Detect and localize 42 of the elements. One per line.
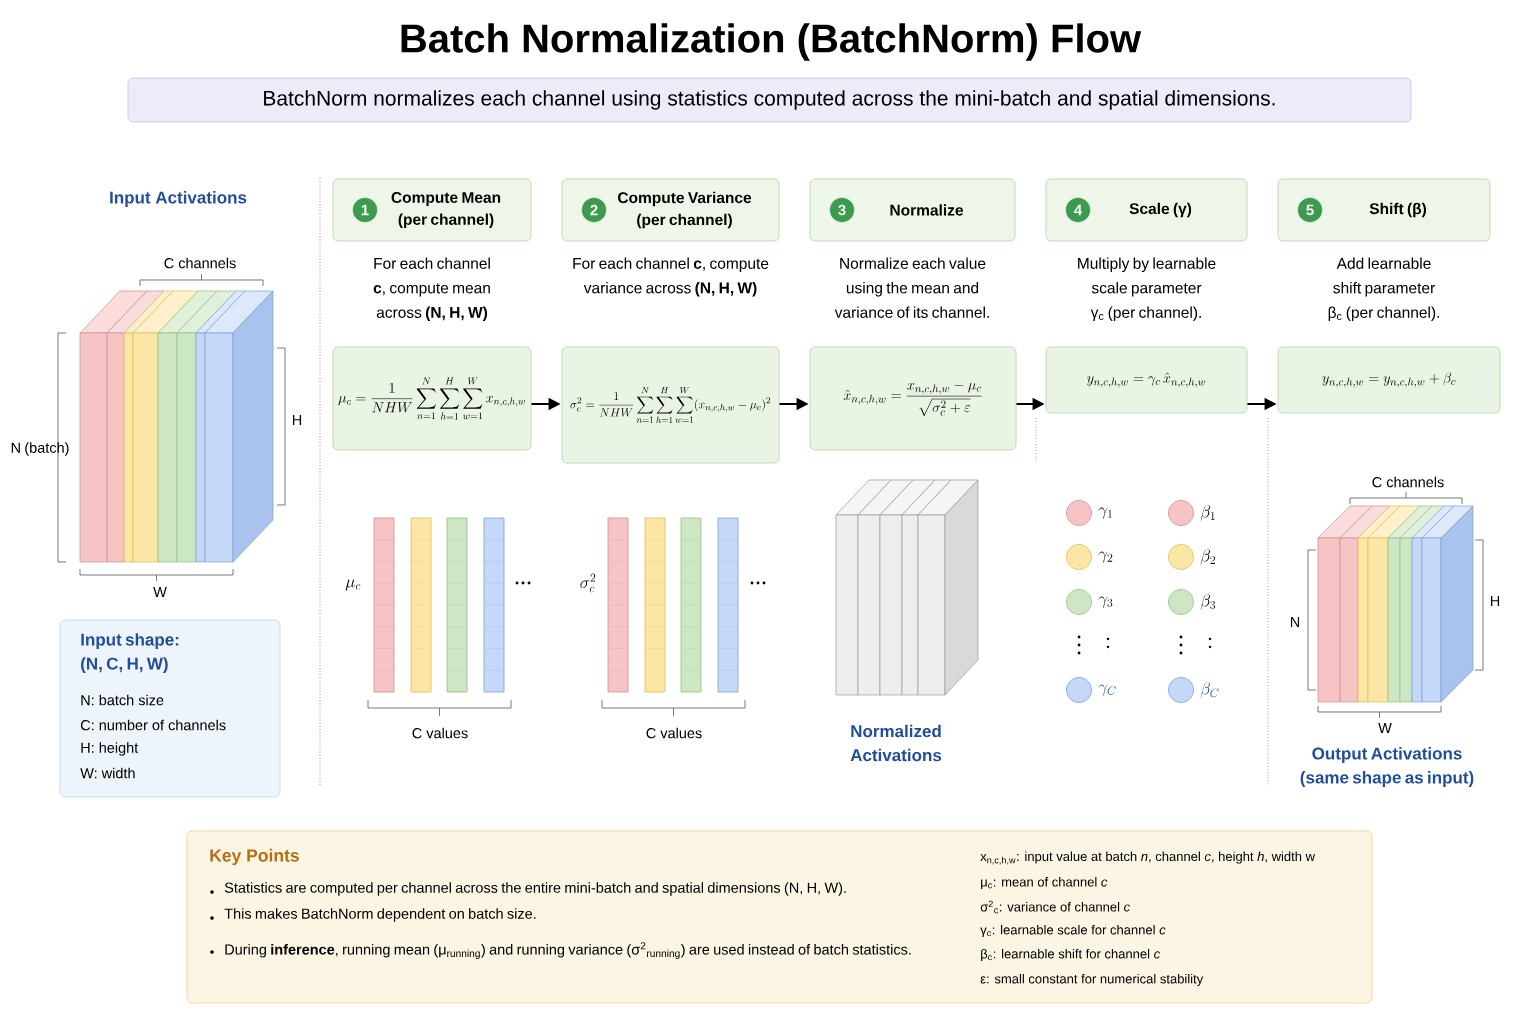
step-number-badge: 4 xyxy=(1065,197,1091,223)
parameter-label: $\beta_1$ xyxy=(1200,505,1215,521)
formula-box: $\mu_c = \frac{1}{NHW} \sum_{n=1}^{N} \sum_{h=1}^{H} \sum_{w=1}^{W} x_{n,c,h,w}$ xyxy=(332,346,532,451)
step-number-badge: 2 xyxy=(581,197,607,223)
parameter-label: $\beta_3$ xyxy=(1200,594,1216,610)
step-number-badge: 1 xyxy=(352,197,378,223)
dimension-label: N xyxy=(1290,617,1300,627)
title: Batch Normalization (BatchNorm) Flow xyxy=(401,23,1142,61)
parameter-label: $\gamma_2$ xyxy=(1098,551,1113,563)
title-label: Input Activations xyxy=(110,191,247,207)
step-number-badge: 5 xyxy=(1297,197,1323,223)
dimension-label: C channels xyxy=(1372,476,1444,488)
dimension-label: W xyxy=(153,587,167,597)
parameter-label: $\gamma_C$ xyxy=(1098,684,1116,696)
step-description: For each channel c, compute mean across (N, H, W) xyxy=(373,257,490,321)
step-number-badge: 3 xyxy=(829,197,855,223)
symbol-label: $\sigma_c^2$ xyxy=(580,573,596,593)
symbol-label: $\mu_c$ xyxy=(345,579,361,591)
dimension-label: H xyxy=(292,415,302,425)
formula-box: $\sigma_c^2 = \frac{1}{NHW} \sum_{n=1}^{N} \sum_{h=1}^{H} \sum_{w=1}^{W} (x_{n,c,h,w} - \mu_c)^2$ xyxy=(561,346,780,464)
parameter-label: $\beta_2$ xyxy=(1200,549,1216,565)
step-description: Multiply by learnable scale parameter γ$_{c}$ (per channel). xyxy=(1078,257,1216,321)
formula-box: $y_{n,c,h,w} = \gamma_c \, \hat{x}_{n,c,h,w}$ xyxy=(1045,346,1248,414)
dimension-label: N (batch) xyxy=(11,442,69,456)
parameter-label: $\gamma_3$ xyxy=(1098,596,1113,608)
info-card: Input shape: (N, C, H, W) N: batch size C: number of channels H: height W: width xyxy=(59,619,281,798)
formula-box: $\hat{x}_{n,c,h,w} = \frac{x_{n,c,h,w} - \mu_c}{\sqrt{\sigma_c^2 + \varepsilon}}$ xyxy=(809,346,1017,451)
caption-label: Output Activations (same shape as input) xyxy=(1300,747,1474,787)
bracket-label: C values xyxy=(646,727,702,739)
bracket-label: C values xyxy=(412,727,468,739)
step-description: Add learnable shift parameter β$_{c}$ (per channel). xyxy=(1328,257,1439,321)
dimension-label: W xyxy=(1378,723,1392,733)
dimension-label: C channels xyxy=(164,257,236,269)
step-description: Normalize each value using the mean and variance of its channel. xyxy=(834,257,989,318)
parameter-label: $\beta_C$ xyxy=(1200,682,1219,698)
dimension-label: H xyxy=(1490,596,1500,606)
step-description: For each channel c, compute variance across (N, H, W) xyxy=(573,257,769,297)
key-points-panel: Key Points Statistics are computed per channel across the entire mini-batch and spatial dimensions (N, H, W). This makes BatchNorm dependent on batch size. During inference, running mean (μ$_{running}$) and running variance (σ$^{2}$$_{running}$) are used instead of batch statistics. x$_{n,c,h,w}$: input value at batch n, channel c, height h, width w μ$_{c}$: mean of channel c σ$^{2}$$_{c}$: variance of channel c γ$_{c}$: learnable scale for channel c β$_{c}$: learnable shift for channel c ε: small constant for numerical stability xyxy=(186,830,1373,1004)
subtitle-banner: BatchNorm normalizes each channel using statistics computed across the mini-batch and spatial dimensions. xyxy=(127,77,1412,123)
parameter-label: $\gamma_1$ xyxy=(1098,507,1112,519)
formula-box: $y_{n,c,h,w} = y_{n,c,h,w} + \beta_c$ xyxy=(1277,346,1501,414)
caption-label: Normalized Activations xyxy=(850,724,942,762)
